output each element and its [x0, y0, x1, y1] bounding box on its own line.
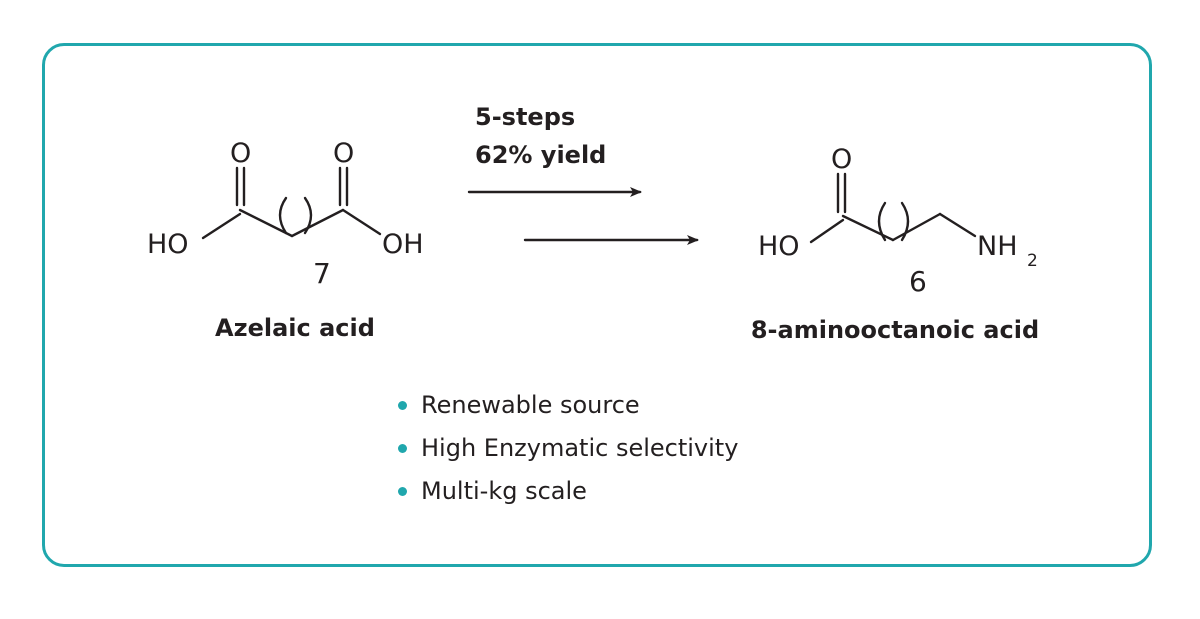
feature-text: Multi-kg scale	[421, 477, 587, 505]
bond	[201, 212, 242, 240]
scheme-card	[42, 43, 1152, 567]
product-nh2-subscript: 2	[1027, 251, 1038, 271]
repeat-bracket-right	[303, 196, 313, 235]
aminooctanoic-acid-name: 8-aminooctanoic acid	[751, 316, 1039, 344]
aminooctanoic-acid-structure: HO O 6 NH 2	[758, 144, 1038, 298]
product-ho-label: HO	[758, 231, 800, 262]
conditions-yield: 62% yield	[475, 141, 606, 169]
azelaic-acid-structure: HO O 7 O OH	[147, 138, 424, 290]
bond	[290, 208, 345, 238]
bond	[891, 212, 942, 242]
repeat-bracket-left	[877, 201, 887, 242]
repeat-bracket-right	[900, 201, 910, 242]
feature-item: Renewable source	[396, 384, 738, 427]
bond	[238, 208, 294, 238]
bullet-dot-icon	[398, 401, 407, 410]
azelaic-repeat-count: 7	[313, 257, 331, 290]
azelaic-carbonyl-o-right: O	[333, 138, 354, 169]
bond	[841, 214, 895, 242]
azelaic-ho-label: HO	[147, 229, 189, 260]
bullet-dot-icon	[398, 487, 407, 496]
feature-item: High Enzymatic selectivity	[396, 427, 738, 470]
feature-text: Renewable source	[421, 391, 640, 419]
product-nh-label: NH	[977, 231, 1018, 262]
bond	[809, 218, 845, 244]
feature-item: Multi-kg scale	[396, 470, 738, 513]
bond	[938, 212, 977, 238]
azelaic-oh-label: OH	[382, 229, 424, 260]
product-repeat-count: 6	[909, 265, 927, 298]
repeat-bracket-left	[278, 196, 288, 235]
product-carbonyl-o: O	[831, 144, 852, 175]
azelaic-acid-name: Azelaic acid	[215, 314, 375, 342]
bullet-dot-icon	[398, 444, 407, 453]
feature-text: High Enzymatic selectivity	[421, 434, 739, 462]
azelaic-carbonyl-o-left: O	[230, 138, 251, 169]
bond	[341, 208, 382, 236]
conditions-steps: 5-steps	[475, 103, 575, 131]
feature-list: Renewable source High Enzymatic selectiv…	[396, 384, 738, 513]
